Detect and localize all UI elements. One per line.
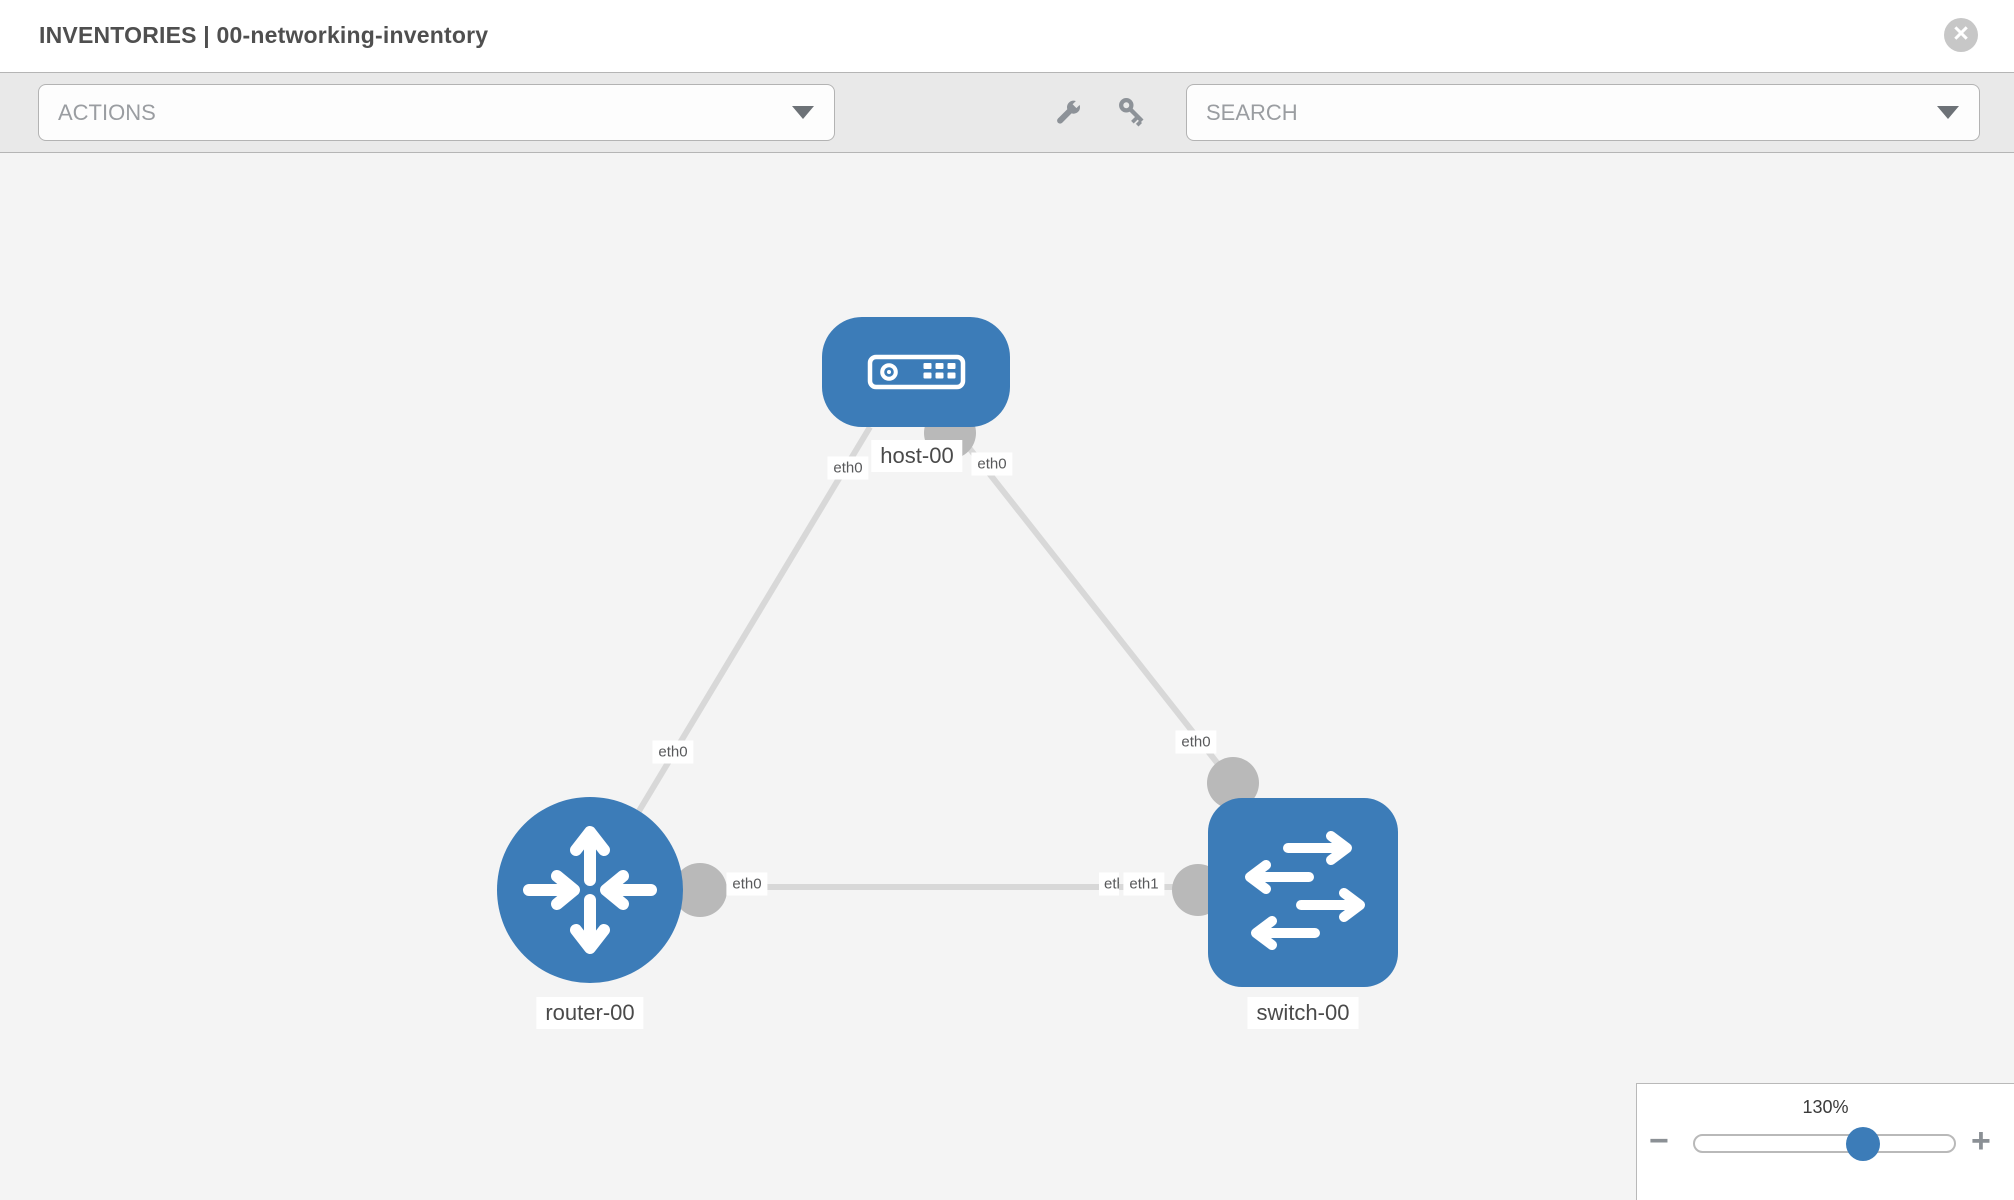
interface-dot-router[interactable]: [673, 863, 727, 917]
key-icon[interactable]: [1116, 95, 1150, 129]
host-icon: [867, 354, 966, 390]
search-dropdown[interactable]: SEARCH: [1186, 84, 1980, 141]
page-title: INVENTORIES | 00-networking-inventory: [39, 22, 489, 48]
switch-icon: [1245, 831, 1365, 950]
zoom-panel: 130% − +: [1636, 1083, 2014, 1200]
topology-canvas[interactable]: eth0 eth0 eth0 eth0 eth0 eth1 eth1 host-…: [0, 153, 2014, 1200]
node-label-router: router-00: [536, 997, 644, 1029]
link-lines: [636, 425, 1236, 890]
actions-dropdown[interactable]: ACTIONS: [38, 84, 835, 141]
node-label-host: host-00: [871, 440, 963, 472]
header: INVENTORIES | 00-networking-inventory ×: [0, 0, 2014, 72]
zoom-slider-handle[interactable]: [1846, 1127, 1880, 1161]
zoom-in-button[interactable]: +: [1971, 1122, 1991, 1160]
interface-label: eth0: [652, 740, 694, 764]
zoom-level-value: 130%: [1802, 1097, 1849, 1117]
node-router[interactable]: [497, 797, 683, 983]
interface-label: eth0: [1175, 730, 1217, 754]
interface-label: eth1: [1123, 872, 1165, 896]
node-label-switch: switch-00: [1247, 997, 1359, 1029]
toolbar: ACTIONS SEARCH: [0, 72, 2014, 153]
chevron-down-icon: [792, 106, 814, 119]
interface-label-occluded: eth1: [1099, 872, 1119, 896]
interface-label: eth0: [726, 872, 768, 896]
search-dropdown-label: SEARCH: [1206, 99, 1298, 125]
node-switch[interactable]: [1208, 798, 1398, 987]
node-host[interactable]: [822, 317, 1010, 427]
chevron-down-icon: [1937, 106, 1959, 119]
wrench-icon[interactable]: [1051, 95, 1085, 129]
router-icon: [523, 826, 657, 954]
interface-label: eth0: [971, 452, 1013, 476]
zoom-slider-track[interactable]: [1693, 1134, 1956, 1153]
actions-dropdown-label: ACTIONS: [58, 99, 156, 125]
zoom-out-button[interactable]: −: [1649, 1122, 1669, 1160]
link-host-switch[interactable]: [952, 428, 1236, 785]
interface-label: eth0: [827, 456, 869, 480]
close-icon[interactable]: ×: [1944, 18, 1978, 52]
interface-dot-switch-eth0[interactable]: [1207, 757, 1259, 809]
